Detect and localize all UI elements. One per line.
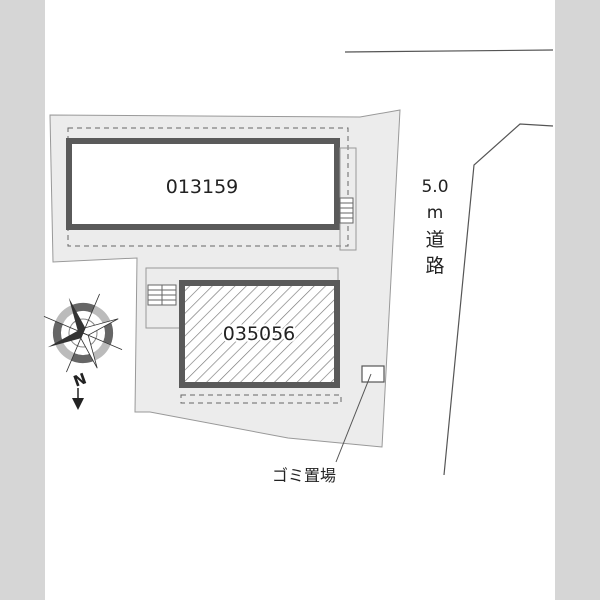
right-margin: [555, 0, 600, 600]
upper-building-outline: [67, 127, 349, 247]
left-margin: [0, 0, 45, 600]
lower-building: [179, 280, 340, 388]
lower-building-outline: [180, 394, 342, 404]
north-arrow-icon: [72, 388, 84, 410]
road-width: 5.0: [421, 177, 448, 197]
road-width-unit: m: [427, 203, 444, 223]
compass-rose-icon: [43, 293, 123, 373]
lower-stairs-icon: [147, 284, 177, 306]
upper-building: [66, 138, 340, 230]
road-name-2: 路: [425, 255, 444, 277]
garbage-label: ゴミ置場: [272, 466, 336, 485]
lower-building-id: 035056: [223, 323, 296, 345]
road-edge-right: [443, 123, 554, 476]
garbage-leader-line: [335, 373, 372, 463]
upper-stairs-icon: [339, 197, 354, 224]
road-edge-top: [344, 49, 554, 53]
garbage-area: [361, 365, 385, 383]
road-name-1: 道: [425, 229, 444, 251]
north-label: N: [71, 369, 89, 390]
upper-building-id: 013159: [166, 176, 239, 198]
